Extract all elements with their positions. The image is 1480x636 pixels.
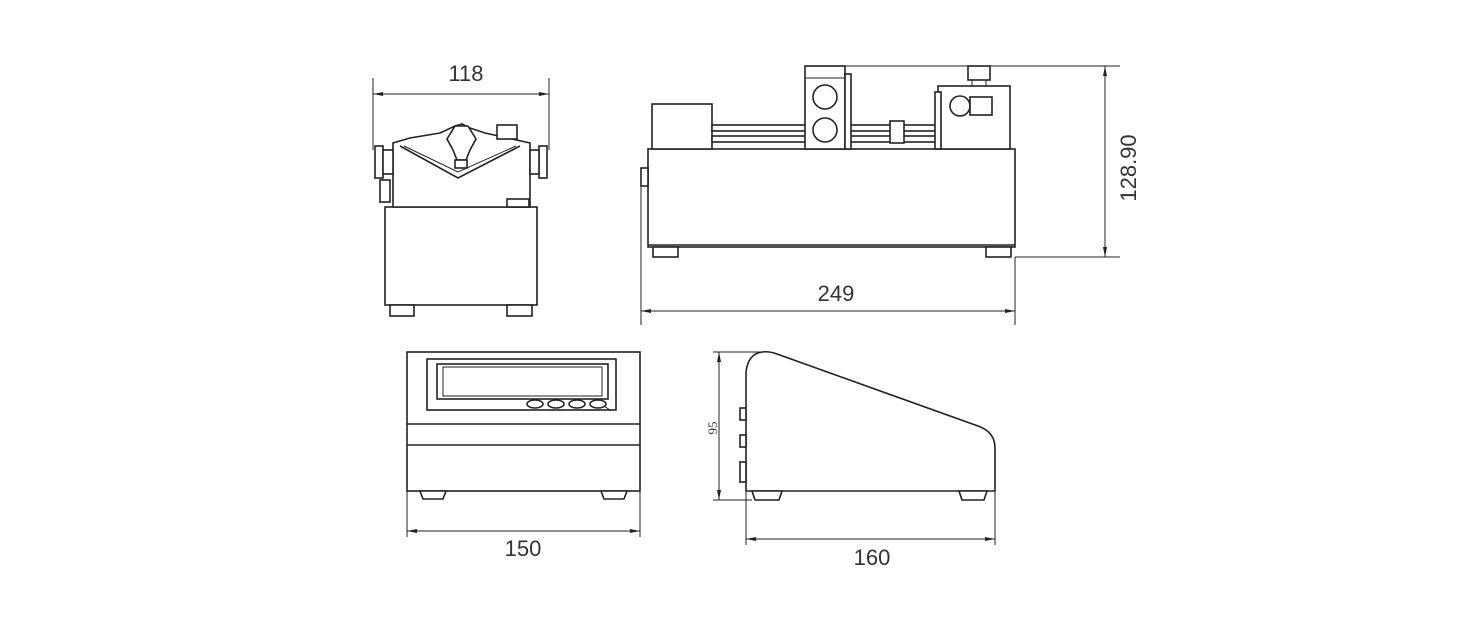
profile-view — [739, 350, 996, 501]
dimension-label-128-90: 128.90 — [1116, 134, 1141, 201]
dimension-label-160: 160 — [854, 545, 891, 570]
dimension-label-118: 118 — [448, 61, 483, 86]
dimension-label-249: 249 — [818, 281, 855, 306]
front-view — [406, 351, 641, 500]
dimension-label-95: 95 — [705, 422, 720, 435]
dimension-249: 249 — [640, 186, 1016, 325]
dimension-128-90: 128.90 — [845, 65, 1141, 258]
dimension-label-150: 150 — [505, 536, 542, 561]
dimension-160: 160 — [745, 491, 996, 570]
end-view — [374, 123, 548, 317]
dimension-118: 118 — [372, 61, 550, 150]
dimension-150: 150 — [406, 491, 641, 561]
side-view — [640, 65, 1016, 258]
